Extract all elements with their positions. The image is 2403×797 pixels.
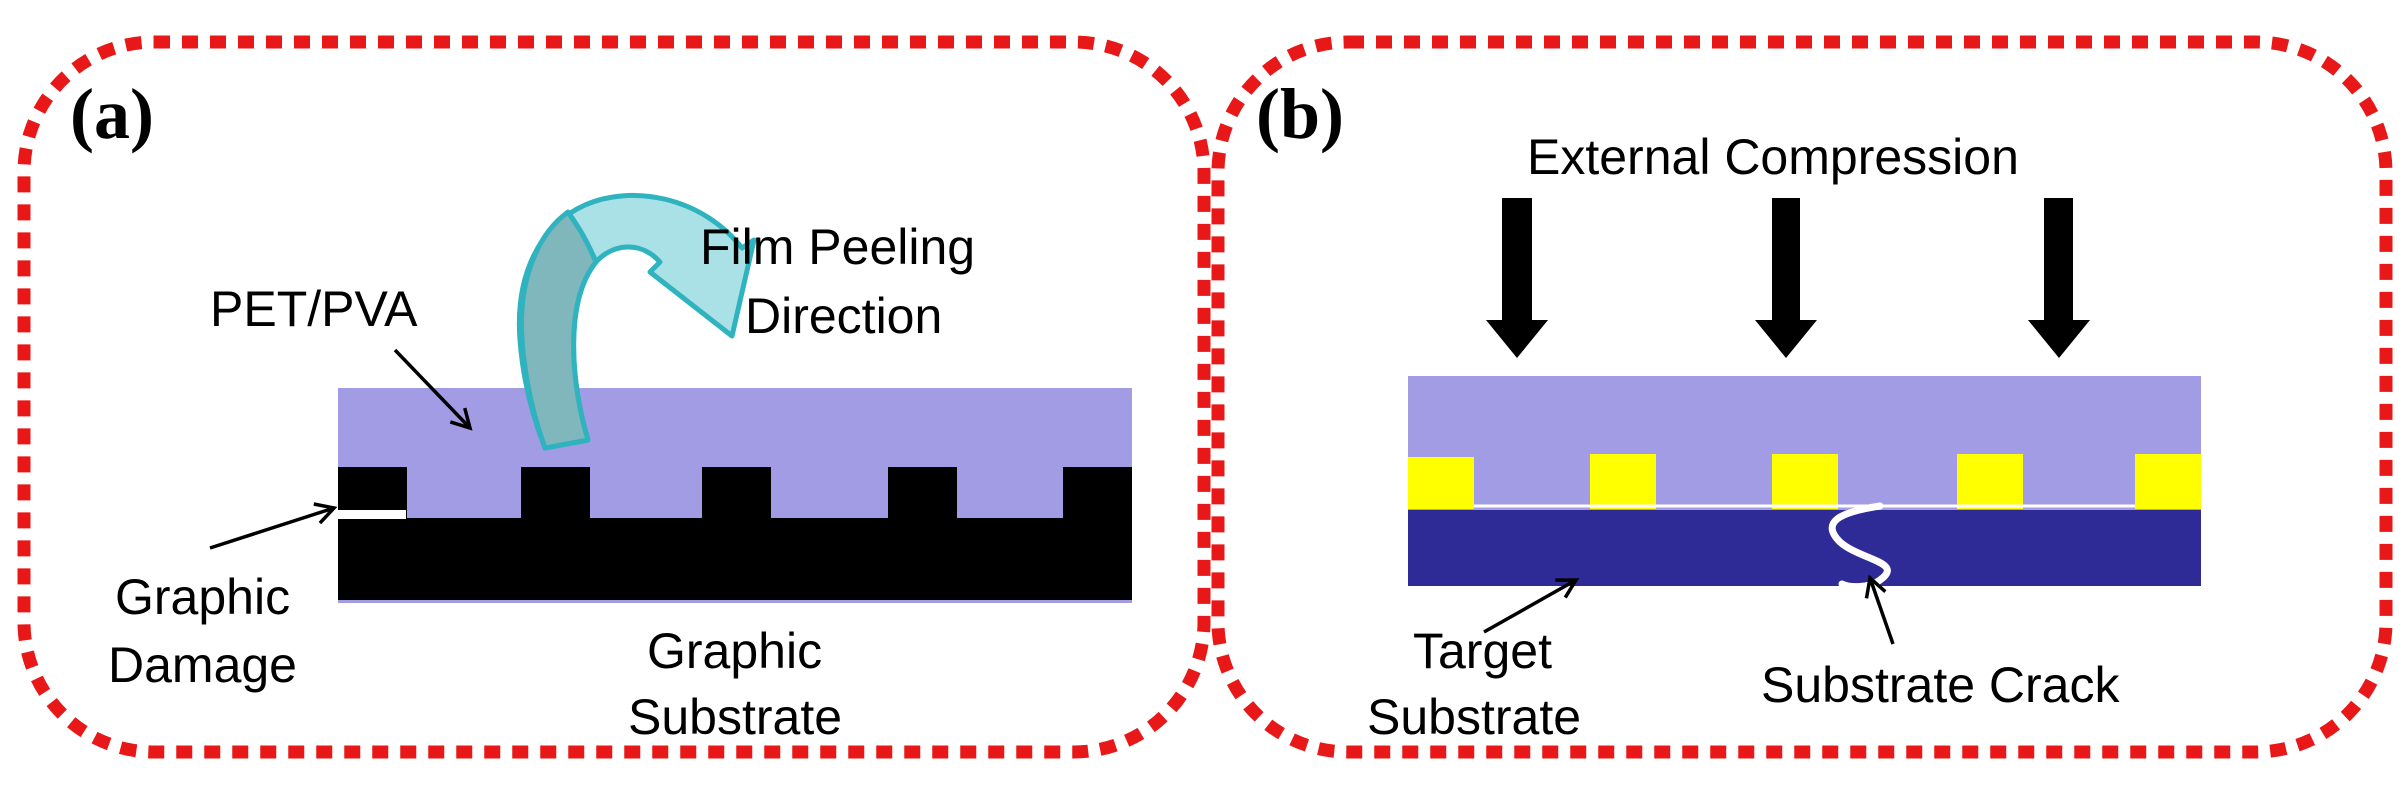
target-substrate-pointer (1483, 578, 1580, 634)
panel-a: (a) PET/PVA Film Peeling Direction Graph… (17, 35, 1211, 759)
pet-pva-pointer (393, 348, 473, 431)
graphic-damage-label-line1: Graphic (115, 569, 290, 625)
film-peeling-label-line2: Direction (745, 288, 942, 344)
substrate-crack-label: Substrate Crack (1761, 657, 2120, 713)
substrate-crack-pointer (1864, 574, 1895, 645)
target-label-line2: Substrate (1367, 689, 1581, 745)
graphic-substrate-label-line1: Graphic (647, 623, 822, 679)
electrode-row (1408, 454, 2201, 509)
external-compression-label: External Compression (1527, 129, 2019, 185)
target-substrate (1408, 510, 2201, 586)
graphic-damage-pointer (209, 502, 338, 550)
panel-b: (b) External Compression (1211, 35, 2393, 759)
curved-arrow-icon (516, 193, 757, 451)
down-arrow-icon (1755, 198, 1817, 358)
down-arrow-icon (1486, 198, 1548, 358)
graphic-damage-label-line2: Damage (108, 637, 297, 693)
panel-a-border (17, 35, 1211, 759)
target-label-line1: Target (1413, 623, 1552, 679)
panel-a-tag: (a) (70, 74, 154, 154)
panel-b-border (1211, 35, 2393, 759)
graphic-substrate (338, 467, 1132, 600)
panel-b-tag: (b) (1256, 74, 1344, 154)
graphic-damage-gap (338, 510, 406, 519)
pet-pva-label: PET/PVA (210, 281, 418, 337)
film-peeling-label-line1: Film Peeling (700, 219, 975, 275)
down-arrow-icon (2028, 198, 2090, 358)
graphic-substrate-label-line2: Substrate (628, 689, 842, 745)
